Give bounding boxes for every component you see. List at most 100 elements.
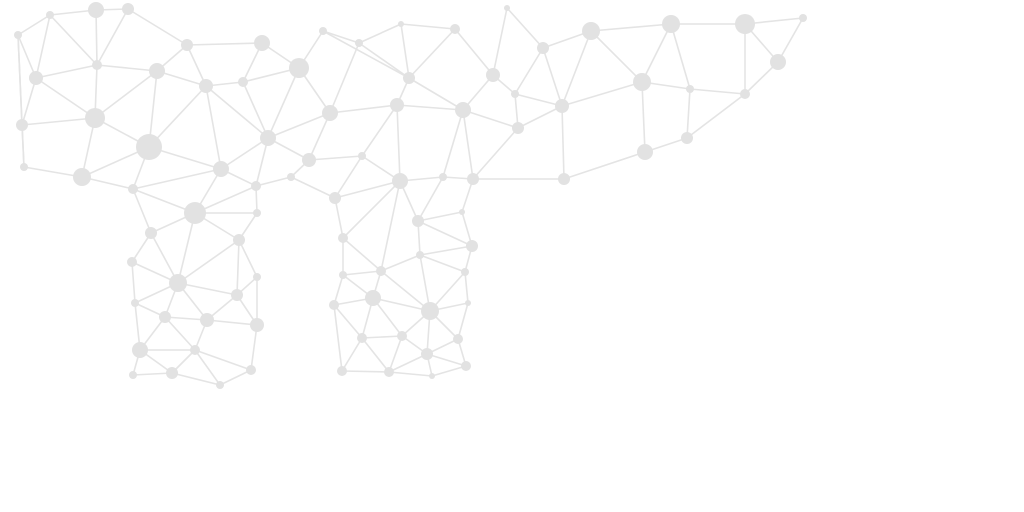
network-node — [450, 24, 460, 34]
network-node — [149, 63, 165, 79]
network-line — [177, 239, 240, 284]
network-line — [462, 109, 474, 180]
network-line — [388, 371, 433, 377]
network-line — [156, 70, 207, 87]
network-line — [641, 81, 646, 153]
network-node — [681, 132, 693, 144]
network-node — [289, 58, 309, 78]
network-line — [171, 372, 221, 386]
network-node — [128, 184, 138, 194]
network-node — [169, 274, 187, 292]
network-node — [190, 345, 200, 355]
network-node — [181, 39, 193, 51]
network-node — [465, 300, 471, 306]
network-node — [390, 98, 404, 112]
network-line — [334, 197, 344, 239]
network-line — [236, 239, 240, 296]
network-line — [255, 176, 292, 187]
network-line — [220, 137, 269, 170]
network-node — [357, 333, 367, 343]
network-node — [213, 161, 229, 177]
network-line — [333, 304, 343, 372]
network-node — [16, 119, 28, 131]
network-line — [334, 155, 363, 199]
network-line — [250, 324, 258, 371]
network-node — [412, 215, 424, 227]
network-line — [205, 85, 269, 139]
network-node — [365, 290, 381, 306]
network-node — [770, 54, 786, 70]
network-line — [132, 188, 152, 234]
network-node — [250, 318, 264, 332]
network-line — [322, 30, 360, 44]
network-line — [777, 17, 804, 63]
network-line — [23, 166, 83, 178]
network-node — [421, 302, 439, 320]
network-node — [662, 15, 680, 33]
network-line — [164, 316, 196, 351]
network-node — [136, 134, 162, 160]
network-line — [206, 319, 258, 326]
network-node — [88, 2, 104, 18]
network-node — [92, 60, 102, 70]
network-line — [219, 369, 252, 386]
network-line — [396, 104, 401, 182]
network-line — [21, 77, 37, 126]
network-node — [246, 365, 256, 375]
network-line — [194, 349, 252, 371]
network-line — [358, 23, 402, 44]
network-line — [514, 47, 544, 95]
network-node — [166, 367, 178, 379]
network-line — [205, 85, 222, 170]
network-line — [49, 14, 98, 66]
network-node — [740, 89, 750, 99]
network-line — [442, 109, 464, 178]
network-line — [341, 337, 363, 372]
network-line — [290, 176, 336, 199]
network-line — [255, 137, 269, 187]
network-line — [148, 85, 207, 148]
network-node — [633, 73, 651, 91]
network-node — [216, 381, 224, 389]
network-node — [131, 299, 139, 307]
network-line — [96, 8, 129, 66]
network-node — [337, 366, 347, 376]
network-line — [358, 42, 410, 79]
network-node — [73, 168, 91, 186]
network-line — [641, 23, 672, 83]
network-line — [400, 23, 410, 79]
network-line — [334, 180, 401, 199]
network-line — [150, 232, 179, 284]
network-line — [426, 353, 467, 367]
network-line — [380, 254, 421, 272]
network-node — [461, 268, 469, 276]
network-line — [542, 47, 563, 107]
network-node — [358, 152, 366, 160]
network-line — [238, 239, 258, 278]
network-line — [472, 127, 519, 180]
network-line — [408, 28, 456, 79]
network-node — [453, 334, 463, 344]
network-node — [231, 289, 243, 301]
network-node — [159, 311, 171, 323]
network-line — [514, 93, 563, 107]
network-line — [333, 304, 363, 339]
network-line — [132, 188, 196, 214]
network-line — [131, 261, 136, 304]
network-node — [322, 105, 338, 121]
network-node — [233, 234, 245, 246]
network-node — [287, 173, 295, 181]
network-line — [590, 23, 672, 32]
network-line — [164, 316, 208, 321]
network-line — [341, 370, 390, 373]
network-node — [439, 173, 447, 181]
network-line — [127, 8, 188, 46]
network-node — [403, 72, 415, 84]
network-node — [467, 173, 479, 185]
network-line — [388, 335, 403, 373]
network-line — [35, 64, 98, 79]
network-line — [372, 297, 431, 312]
network-line — [417, 211, 463, 222]
network-node — [512, 122, 524, 134]
